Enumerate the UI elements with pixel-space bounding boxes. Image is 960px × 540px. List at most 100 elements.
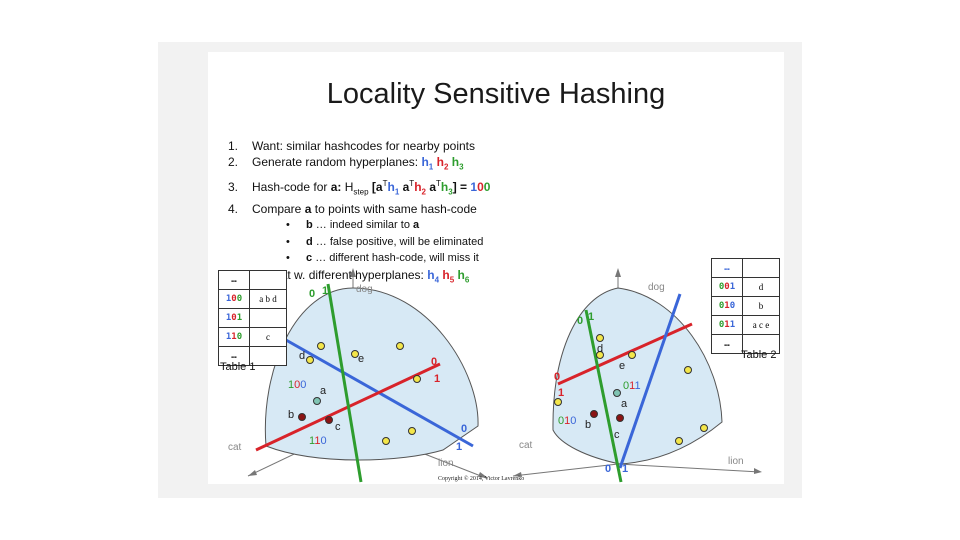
point-c bbox=[616, 414, 624, 422]
region-code-011: 011 bbox=[623, 380, 641, 392]
hash-code-cell: 010 bbox=[711, 296, 743, 316]
point-yellow bbox=[675, 437, 683, 445]
code-digit: 1 bbox=[225, 332, 232, 342]
h-symbol: h bbox=[436, 155, 444, 170]
region-code-digit: 0 bbox=[558, 415, 564, 427]
step-2: 2.Generate random hyperplanes: h1 h2 h3 bbox=[228, 154, 490, 176]
region-code-100: 100 bbox=[288, 379, 306, 391]
point-yellow bbox=[596, 334, 604, 342]
hyperplane-green bbox=[326, 283, 363, 483]
point-yellow bbox=[684, 366, 692, 374]
colon: : bbox=[337, 180, 342, 195]
point-label-e: e bbox=[358, 353, 364, 365]
table-row: … bbox=[218, 346, 287, 366]
point-d bbox=[596, 351, 604, 359]
green-plane-label-0: 0 bbox=[309, 288, 315, 300]
axis-lion bbox=[617, 463, 761, 473]
axis-label-lion: lion bbox=[438, 458, 454, 469]
point-d bbox=[306, 356, 314, 364]
substep-d: •d … false positive, will be eliminated bbox=[228, 234, 490, 250]
code-digit: 0 bbox=[724, 282, 730, 292]
hash-function-symbol: H bbox=[344, 180, 354, 195]
expr-open: [ bbox=[371, 180, 376, 195]
point-b bbox=[298, 413, 306, 421]
expr-transpose: T bbox=[409, 179, 415, 189]
copyright-notice: Copyright © 2014, Victor Lavrenko bbox=[438, 476, 525, 482]
code-digit: 1 bbox=[729, 282, 736, 292]
step-1: 1.Want: similar hashcodes for nearby poi… bbox=[228, 138, 490, 154]
code-digit: 1 bbox=[236, 313, 243, 323]
table-1-caption: Table 1 bbox=[220, 361, 256, 373]
expr-h1-sub: 1 bbox=[394, 187, 400, 197]
step-text: Generate random hyperplanes: bbox=[252, 155, 419, 170]
region-code-digit: 0 bbox=[623, 380, 629, 392]
expr-transpose: T bbox=[436, 179, 441, 189]
axis-cat bbox=[512, 463, 619, 477]
code-digit: 0 bbox=[718, 282, 725, 292]
bullet: • bbox=[286, 235, 290, 248]
point-ref: a bbox=[330, 180, 338, 195]
point-label-c: c bbox=[614, 429, 620, 441]
region-code-010: 010 bbox=[558, 415, 576, 427]
table-2-caption: Table 2 bbox=[741, 349, 777, 361]
point-e bbox=[628, 351, 636, 359]
points-cell bbox=[249, 270, 287, 290]
hyperplane-h1: h1 bbox=[421, 155, 433, 171]
blue-plane-label-1: 1 bbox=[456, 441, 462, 453]
diagram-right: dog cat lion 0 1 0 1 0 1 a b c d e 010 0… bbox=[512, 268, 762, 483]
hyperplane-green bbox=[584, 309, 623, 483]
point-label-c: c bbox=[335, 421, 341, 433]
code-digit: 1 bbox=[724, 320, 730, 330]
h-symbol: h bbox=[457, 267, 465, 282]
point-b bbox=[590, 410, 598, 418]
region-code-digit: 1 bbox=[634, 380, 640, 392]
hash-code-cell: … bbox=[711, 258, 743, 278]
point-label-d: d bbox=[597, 343, 603, 355]
red-plane-label-1: 1 bbox=[434, 373, 440, 385]
table-row: … bbox=[218, 270, 287, 290]
green-plane-label-1: 1 bbox=[588, 311, 594, 323]
blue-plane-label-1: 1 bbox=[622, 463, 628, 475]
step-list: 1.Want: similar hashcodes for nearby poi… bbox=[228, 138, 490, 288]
point-a bbox=[313, 397, 321, 405]
points-cell bbox=[742, 258, 780, 278]
step-3: 3.Hash-code for a: Hstep [aTh1 aTh2 aTh3… bbox=[228, 176, 490, 201]
point-label-a: a bbox=[621, 398, 628, 410]
point-c bbox=[325, 416, 333, 424]
h-subscript: 5 bbox=[449, 275, 455, 285]
green-plane-label-0: 0 bbox=[577, 315, 583, 327]
hash-digit: 1 bbox=[470, 180, 478, 195]
region-code-digit: 0 bbox=[320, 435, 326, 447]
point-label-d: d bbox=[299, 350, 305, 362]
hyperplane-h6: h6 bbox=[457, 267, 470, 285]
hash-code-cell: 110 bbox=[218, 327, 250, 347]
ellipsis: … bbox=[724, 339, 730, 349]
step-text: Hash-code for bbox=[252, 180, 328, 195]
h-subscript: 6 bbox=[464, 275, 470, 285]
substep-text: … different hash-code, will miss it bbox=[315, 252, 479, 265]
red-plane-label-0: 0 bbox=[554, 371, 560, 383]
table-row: 101 bbox=[218, 308, 287, 328]
point-yellow bbox=[413, 375, 421, 383]
point-yellow bbox=[408, 427, 416, 435]
point-label-a: a bbox=[320, 385, 327, 397]
expr-a: a bbox=[429, 180, 437, 195]
green-plane-label-1: 1 bbox=[322, 285, 328, 297]
blue-plane-label-0: 0 bbox=[461, 423, 467, 435]
hyperplane-h4: h4 bbox=[427, 268, 439, 284]
h-symbol: h bbox=[451, 155, 460, 170]
points-cell bbox=[249, 308, 287, 328]
hyperplane-red bbox=[557, 322, 693, 386]
point-ref: b bbox=[306, 219, 313, 232]
point-yellow bbox=[554, 398, 562, 406]
expr-a: a bbox=[402, 180, 410, 195]
axis-dog-arrow bbox=[615, 268, 621, 277]
expr-h2-sub: 2 bbox=[421, 187, 426, 197]
blue-plane-label-0: 0 bbox=[605, 463, 611, 475]
slide-title: Locality Sensitive Hashing bbox=[326, 78, 666, 110]
